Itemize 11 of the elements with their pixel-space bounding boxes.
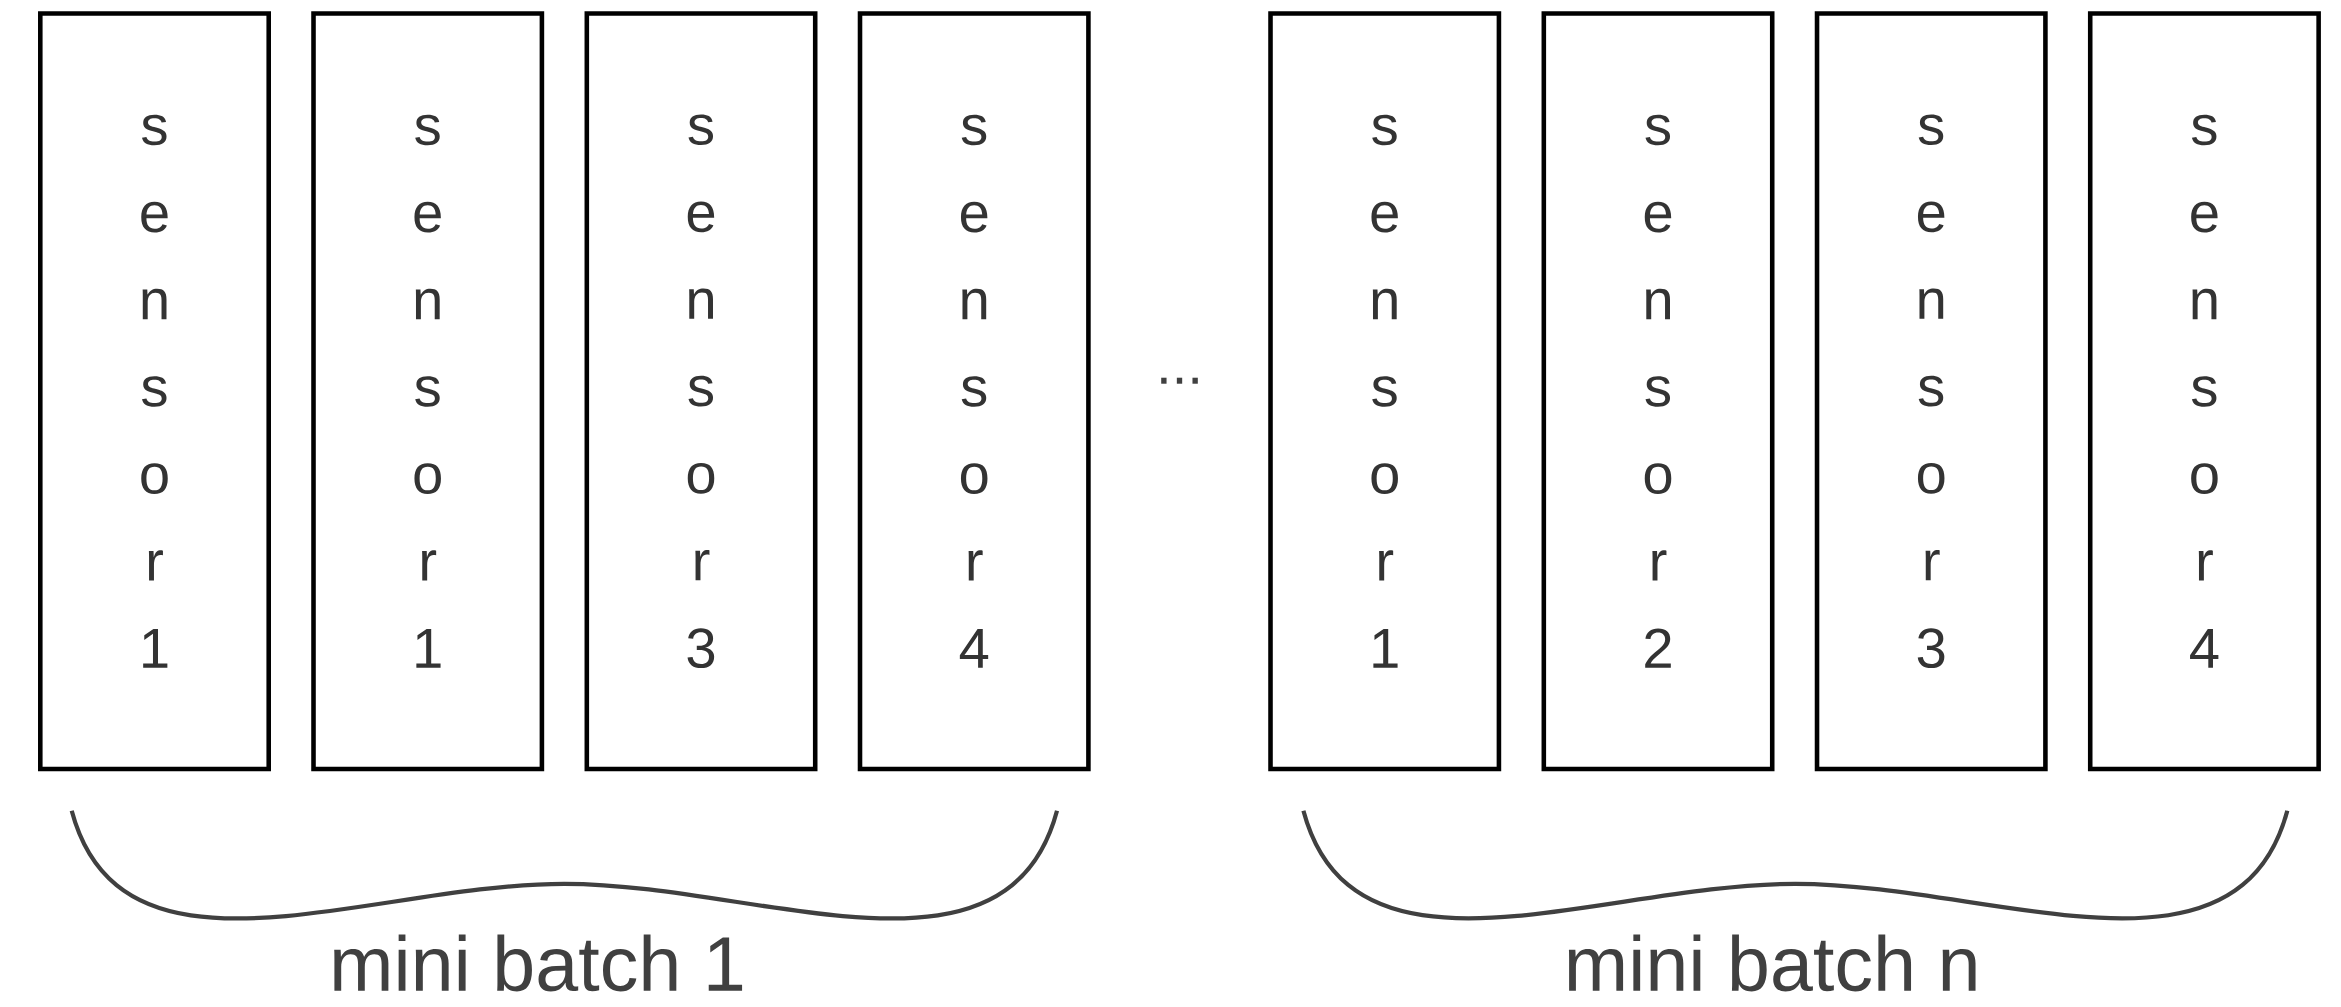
sensor-box: sensor 4 bbox=[857, 11, 1091, 772]
sensor-box: sensor 1 bbox=[38, 11, 271, 772]
group-label: mini batch 1 bbox=[334, 934, 743, 992]
sensor-box: sensor 4 bbox=[2087, 11, 2321, 772]
sensor-box: sensor 3 bbox=[584, 11, 818, 772]
sensor-box: sensor 1 bbox=[311, 11, 545, 772]
ellipsis: ... bbox=[1161, 377, 1198, 384]
sensor-box: sensor 1 bbox=[1268, 11, 1502, 772]
sensor-box: sensor 2 bbox=[1541, 11, 1775, 772]
sensor-box: sensor 3 bbox=[1814, 11, 2048, 772]
group-label: mini batch n bbox=[1568, 934, 1976, 992]
